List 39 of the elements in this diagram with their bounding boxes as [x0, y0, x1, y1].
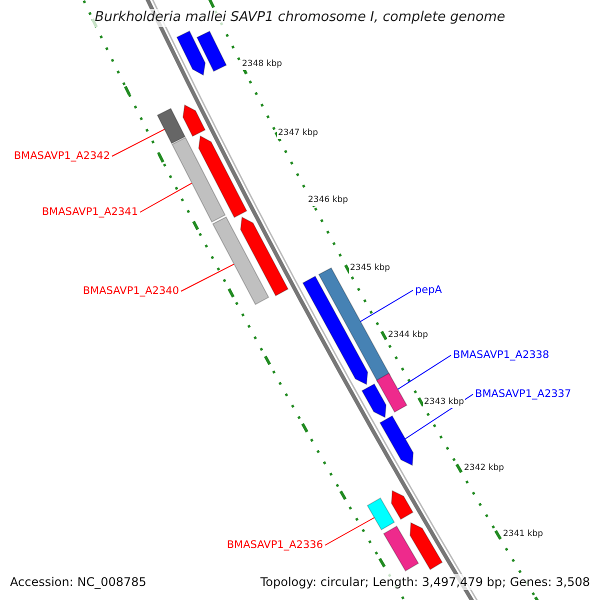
- gene-label: BMASAVP1_A2342: [14, 151, 110, 162]
- leader-line: [360, 290, 414, 322]
- gene-segment: [212, 216, 270, 306]
- gene-label: pepA: [415, 285, 442, 296]
- gene-segment: [302, 276, 368, 386]
- gene-segment: [361, 383, 387, 418]
- gene-label: BMASAVP1_A2336: [226, 540, 323, 550]
- accession-text: Accession: NC_008785: [8, 574, 148, 590]
- leader-line: [397, 354, 452, 390]
- leader-line: [324, 517, 375, 546]
- gene-segment: [383, 526, 420, 572]
- gene-segment: [379, 415, 414, 466]
- gene-segment: [198, 135, 248, 218]
- tick-label: 2343 kbp: [423, 397, 466, 408]
- gene-label: BMASAVP1_A2341: [42, 207, 138, 218]
- tick-label: 2346 kbp: [307, 195, 350, 206]
- gene-segment: [240, 216, 289, 296]
- gene-segment: [182, 104, 206, 137]
- leader-line: [140, 182, 192, 213]
- gene-segment: [176, 30, 206, 76]
- tick-label: 2345 kbp: [349, 263, 392, 274]
- gene-segment: [366, 497, 395, 530]
- gene-label: BMASAVP1_A2337: [475, 389, 572, 400]
- gene-segment: [196, 30, 227, 72]
- gene-segment: [410, 522, 443, 570]
- tick-label: 2344 kbp: [387, 330, 430, 340]
- gene-segment: [391, 490, 414, 520]
- leader-line: [112, 128, 165, 157]
- gene-segment: [156, 108, 186, 144]
- tick-label: 2342 kbp: [463, 463, 506, 474]
- gene-segment: [376, 372, 408, 413]
- tick-label: 2341 kbp: [502, 529, 544, 540]
- tick-label: 2347 kbp: [277, 128, 320, 138]
- gene-label: BMASAVP1_A2340: [82, 286, 179, 296]
- tick-label: 2348 kbp: [241, 59, 284, 70]
- gene-segment: [171, 136, 226, 223]
- genome-summary-text: Topology: circular; Length: 3,497,479 bp; Genes: 3,508: [258, 574, 592, 590]
- gene-label: BMASAVP1_A2338: [453, 350, 550, 360]
- leader-line: [180, 264, 234, 292]
